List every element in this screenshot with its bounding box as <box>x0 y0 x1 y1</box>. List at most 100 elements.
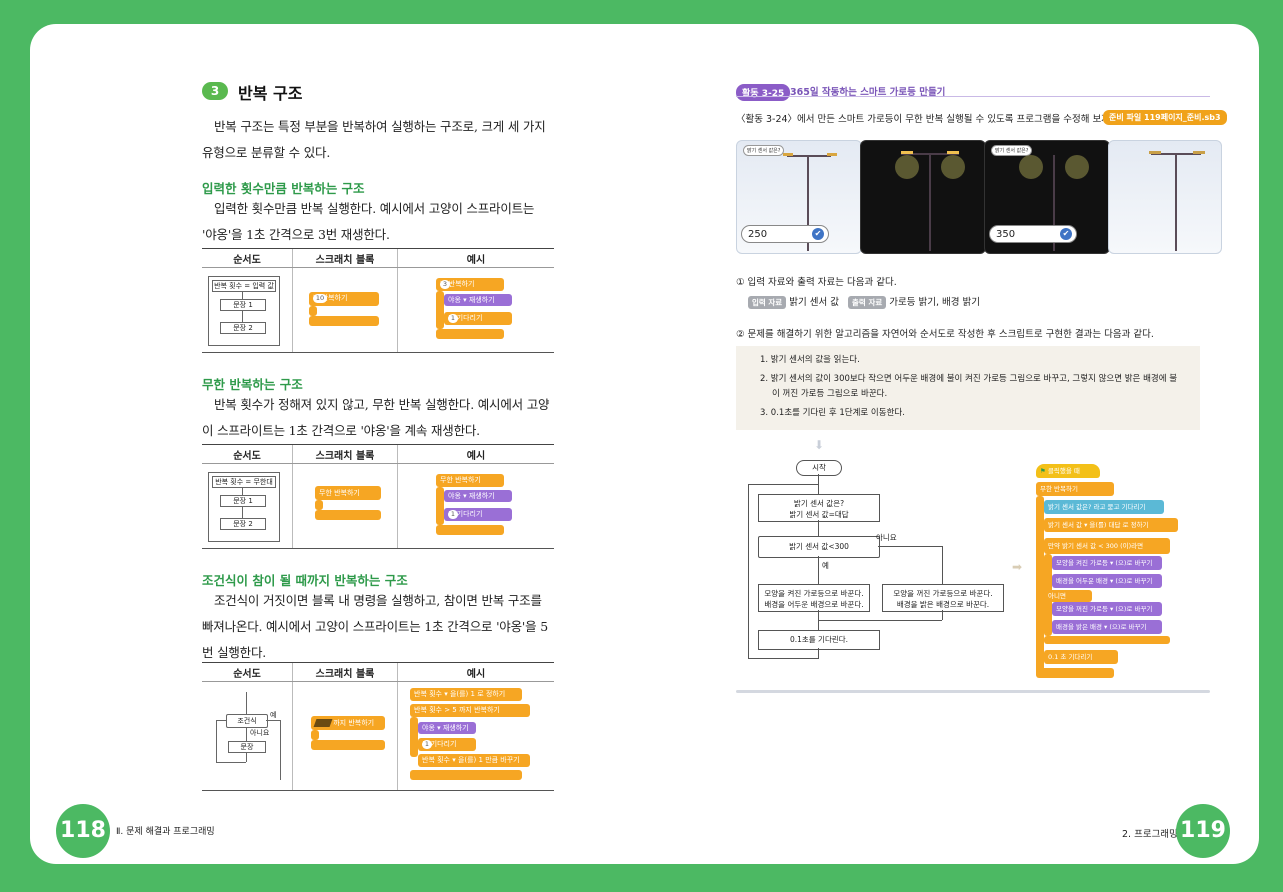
table-header: 스크래치 블록 <box>292 444 398 464</box>
until-condition-slot[interactable] <box>313 719 333 727</box>
lamp-glow <box>1019 155 1043 179</box>
footer-left: Ⅱ. 문제 해결과 프로그래밍 <box>116 827 215 837</box>
fc-yes-label: 예 <box>822 561 829 570</box>
algo-step: 이 꺼진 가로등 그림으로 바꾼다. <box>772 389 888 399</box>
flowchart-stmt-1: 문장 1 <box>220 299 266 311</box>
flowchart-arrow <box>246 692 247 714</box>
lamp-glow <box>941 155 965 179</box>
arrow-right-icon: ➡ <box>1012 560 1023 574</box>
until-loop-table: 순서도 스크래치 블록 예시 조건식 예 아니요 문장 <box>202 662 554 791</box>
check-icon[interactable]: ✔ <box>812 228 824 240</box>
ex-wait-num[interactable]: 1 <box>422 740 432 749</box>
flowchart-loop-box: 반복 횟수 = 입력 값 <box>212 280 276 292</box>
activity-rule <box>736 96 1210 97</box>
lamp-arm <box>1151 153 1201 155</box>
lamp-glow <box>895 155 919 179</box>
activity-title: 365일 작동하는 스마트 가로등 만들기 <box>790 87 946 98</box>
script-backdrop-bright[interactable]: 배경을 밝은 배경 ▾ (으)로 바꾸기 <box>1052 620 1162 634</box>
ex-wait-num[interactable]: 1 <box>448 510 458 519</box>
script-if[interactable]: 만약 밝기 센서 값 < 300 (이)라면 <box>1044 538 1170 554</box>
flowchart-exit-line <box>280 720 281 780</box>
ex-wait-block[interactable]: 1 초 기다리기 <box>444 508 512 521</box>
check-icon[interactable]: ✔ <box>1060 228 1072 240</box>
ex-wait-block[interactable]: 1 초 기다리기 <box>418 738 476 751</box>
ex-repeat-block[interactable]: 3 번 반복하기 <box>436 278 504 291</box>
until-block[interactable]: 까지 반복하기 <box>311 716 385 730</box>
fc-line <box>878 546 942 547</box>
script-if-foot <box>1044 636 1170 644</box>
script-forever[interactable]: 무한 반복하기 <box>1036 482 1114 496</box>
ex-repeat-foot <box>436 329 504 339</box>
script-ask[interactable]: 밝기 센서 값은? 라고 묻고 기다리기 <box>1044 500 1164 514</box>
fc-loop-line <box>748 658 819 659</box>
fc-line <box>942 610 943 620</box>
ex-forever-block[interactable]: 무한 반복하기 <box>436 474 504 487</box>
ex-until-foot <box>410 770 522 780</box>
lamp-glow <box>1065 155 1089 179</box>
section-number: 3 <box>202 82 228 100</box>
ex-change-block[interactable]: 반복 횟수 ▾ 을(를) 1 만큼 바꾸기 <box>418 754 530 767</box>
forever-block[interactable]: 무한 반복하기 <box>315 486 381 500</box>
ex-sound-block[interactable]: 야옹 ▾ 재생하기 <box>444 294 512 306</box>
ex-sound-block[interactable]: 야옹 ▾ 재생하기 <box>418 722 476 734</box>
ex-repeat-count[interactable]: 3 <box>440 280 450 289</box>
fc-loop-line <box>748 484 749 659</box>
repeat-block-side <box>309 306 317 316</box>
script-hat-label: 클릭했을 때 <box>1047 467 1080 475</box>
until-loop-text: 조건식이 거짓이면 블록 내 명령을 실행하고, 참이면 반복 구조를 빠져나온… <box>202 593 548 660</box>
example-cell: 3 번 반복하기 야옹 ▾ 재생하기 1 초 기다리기 <box>397 267 554 353</box>
flowchart-arrow <box>246 727 247 741</box>
lamp-post <box>929 155 931 251</box>
fc-read-1: 밝기 센서 값은? <box>793 499 845 508</box>
flowchart-arrow <box>242 310 243 322</box>
ex-forever-side <box>436 487 444 525</box>
flowchart-loop-line <box>216 762 246 763</box>
ex-sound-block[interactable]: 야옹 ▾ 재생하기 <box>444 490 512 502</box>
lamp-head <box>901 151 913 154</box>
flowchart-loop-line <box>216 720 226 721</box>
forever-block-foot <box>315 510 381 520</box>
flowchart-arrow <box>242 487 243 495</box>
repeat-block[interactable]: 10 번 반복하기 <box>309 292 379 306</box>
flowchart-stmt: 문장 <box>228 741 266 753</box>
scratch-block-cell: 까지 반복하기 <box>292 681 398 791</box>
forever-loop-text: 반복 횟수가 정해져 있지 않고, 무한 반복 실행한다. 예시에서 고양이 스… <box>202 397 550 438</box>
algo-step: 3. 0.1초를 기다린 후 1단계로 이동한다. <box>760 408 905 418</box>
subhead-count-loop: 입력한 횟수만큼 반복하는 구조 <box>202 181 365 196</box>
flowchart-arrow <box>242 506 243 518</box>
until-block-label: 까지 반복하기 <box>333 719 375 727</box>
ex-until-block[interactable]: 반복 횟수 > 5 까지 반복하기 <box>410 704 530 717</box>
flowchart-stmt-1: 문장 1 <box>220 495 266 507</box>
until-block-foot <box>311 740 385 750</box>
speech-bubble: 밝기 센서 값은? <box>991 145 1033 156</box>
repeat-block-label: 번 반복하기 <box>313 294 348 302</box>
fc-start: 시작 <box>796 460 842 476</box>
speech-bubble: 밝기 센서 값은? <box>743 145 785 156</box>
answer-input[interactable]: 250 ✔ <box>741 225 829 243</box>
answer-input[interactable]: 350 ✔ <box>989 225 1077 243</box>
ex-forever-foot <box>436 525 504 535</box>
script-costume-off[interactable]: 모양을 꺼진 가로등 ▾ (으)로 바꾸기 <box>1052 602 1162 616</box>
ex-repeat-label: 번 반복하기 <box>440 280 475 288</box>
script-wait[interactable]: 0.1 초 기다리기 <box>1044 650 1118 664</box>
script-hat[interactable]: ⚑ 클릭했을 때 <box>1036 464 1100 478</box>
flowchart-yes: 예 <box>270 711 277 719</box>
fc-no-box: 모양을 꺼진 가로등으로 바꾼다. 배경을 밝은 배경으로 바꾼다. <box>882 584 1004 612</box>
file-tag[interactable]: 준비 파일 119페이지_준비.sb3 <box>1103 110 1227 125</box>
example-cell: 반복 횟수 ▾ 을(를) 1 로 정하기 반복 횟수 > 5 까지 반복하기 야… <box>397 681 554 791</box>
lamp-head <box>1149 151 1161 154</box>
script-backdrop-dark[interactable]: 배경을 어두운 배경 ▾ (으)로 바꾸기 <box>1052 574 1162 588</box>
script-else[interactable]: 아니면 <box>1044 590 1092 602</box>
intro-text: 반복 구조는 특정 부분을 반복하여 실행하는 구조로, 크게 세 가지 유형으… <box>202 119 546 160</box>
algorithm-box: 1. 밝기 센서의 값을 읽는다. 2. 밝기 센서의 값이 300보다 작으면… <box>736 346 1200 430</box>
ex-wait-num[interactable]: 1 <box>448 314 458 323</box>
script-costume-on[interactable]: 모양을 켜진 가로등 ▾ (으)로 바꾸기 <box>1052 556 1162 570</box>
script-set[interactable]: 밝기 센서 값 ▾ 을(를) 대답 로 정하기 <box>1044 518 1178 532</box>
repeat-count[interactable]: 10 <box>313 294 327 303</box>
count-loop-text: 입력한 횟수만큼 반복 실행한다. 예시에서 고양이 스프라이트는 '야옹'을 … <box>202 201 535 242</box>
algo-step: 1. 밝기 센서의 값을 읽는다. <box>760 355 860 365</box>
ex-wait-block[interactable]: 1 초 기다리기 <box>444 312 512 325</box>
ex-set-block[interactable]: 반복 횟수 ▾ 을(를) 1 로 정하기 <box>410 688 522 701</box>
lamp-head <box>947 151 959 154</box>
